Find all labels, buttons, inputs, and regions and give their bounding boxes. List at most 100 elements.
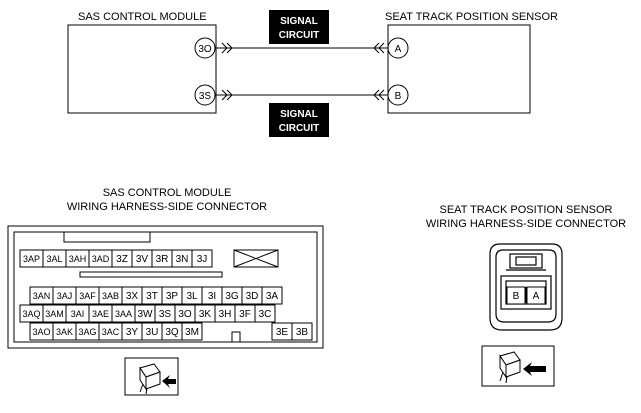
pin-cell-3g: 3G	[221, 286, 243, 305]
terminal-a: A	[387, 37, 409, 59]
module-title: SAS CONTROL MODULE	[78, 11, 207, 23]
svg-text:3K: 3K	[199, 309, 212, 320]
svg-text:SIGNAL: SIGNAL	[280, 16, 318, 27]
svg-text:3AN: 3AN	[33, 291, 51, 301]
pin-cell-3i: 3I	[201, 286, 223, 305]
sensor-pin-a: A	[526, 286, 546, 305]
pin-cell-3m: 3M	[181, 322, 203, 341]
sensor-pin-b: B	[506, 286, 526, 305]
svg-text:3C: 3C	[259, 309, 272, 320]
pin-cell-3an: 3AN	[29, 286, 54, 305]
svg-text:CIRCUIT: CIRCUIT	[279, 30, 320, 41]
svg-text:3V: 3V	[136, 254, 149, 265]
module-connector-title-2: WIRING HARNESS-SIDE CONNECTOR	[67, 201, 267, 213]
module-connector-title-1: SAS CONTROL MODULE	[103, 187, 232, 199]
pin-cell-3a: 3A	[261, 286, 283, 305]
pin-cell-3l: 3L	[181, 286, 203, 305]
svg-text:3J: 3J	[197, 254, 208, 265]
svg-text:3AD: 3AD	[92, 254, 110, 264]
pin-cell-3ab: 3AB	[98, 286, 123, 305]
pin-cell-3x: 3X	[121, 286, 143, 305]
svg-text:3AQ: 3AQ	[22, 309, 40, 319]
pin-cell-3ak: 3AK	[52, 322, 77, 341]
svg-text:3B: 3B	[296, 327, 309, 338]
terminal-3s: 3S	[194, 84, 216, 106]
svg-text:3X: 3X	[126, 291, 139, 302]
sensor-connector-outline	[489, 243, 563, 331]
svg-text:3AM: 3AM	[45, 309, 64, 319]
pin-cell-3y: 3Y	[121, 322, 143, 341]
connector-view-icon	[481, 345, 555, 387]
sensor-connector-title-2: WIRING HARNESS-SIDE CONNECTOR	[426, 218, 626, 230]
svg-text:3Q: 3Q	[165, 327, 179, 338]
svg-text:3O: 3O	[178, 309, 192, 320]
module-connector-row-1: 3AP 3AL 3AH 3AD 3Z 3V 3R 3N 3J	[19, 249, 213, 268]
svg-text:3AA: 3AA	[115, 309, 132, 319]
pin-cell-3af: 3AF	[75, 286, 100, 305]
pin-cell-3s: 3S	[154, 304, 176, 323]
pin-cell-3al: 3AL	[42, 249, 67, 268]
module-connector-outline	[7, 225, 324, 349]
svg-text:3AH: 3AH	[69, 254, 87, 264]
signal-circuit-label-lower: SIGNAL CIRCUIT	[269, 103, 329, 137]
svg-text:3AG: 3AG	[78, 327, 96, 337]
svg-text:A: A	[395, 44, 402, 55]
svg-text:3E: 3E	[276, 327, 289, 338]
terminal-3o: 3O	[194, 37, 216, 59]
pin-cell-3h: 3H	[214, 304, 236, 323]
svg-text:3AB: 3AB	[102, 291, 119, 301]
pin-cell-3d: 3D	[241, 286, 263, 305]
pin-cell-3t: 3T	[141, 286, 163, 305]
sensor-connector-title-1: SEAT TRACK POSITION SENSOR	[440, 204, 613, 216]
sensor-title: SEAT TRACK POSITION SENSOR	[385, 11, 558, 23]
svg-text:B: B	[513, 291, 520, 302]
connector-view-icon	[124, 357, 179, 396]
pin-cell-3ap: 3AP	[19, 249, 44, 268]
svg-text:3AO: 3AO	[32, 327, 50, 337]
connector-chevron-module-lower	[221, 89, 233, 101]
svg-text:3D: 3D	[246, 291, 259, 302]
svg-text:3N: 3N	[176, 254, 189, 265]
pin-cell-3am: 3AM	[42, 304, 67, 323]
svg-text:3G: 3G	[225, 291, 239, 302]
blank-pin-cavity	[233, 249, 279, 268]
pin-cell-3ai: 3AI	[65, 304, 90, 323]
pin-cell-3ah: 3AH	[65, 249, 90, 268]
pin-cell-3ag: 3AG	[75, 322, 100, 341]
pin-cell-3ao: 3AO	[29, 322, 54, 341]
svg-text:3F: 3F	[239, 309, 251, 320]
pin-cell-3ad: 3AD	[88, 249, 113, 268]
svg-text:3P: 3P	[166, 291, 179, 302]
svg-text:3AC: 3AC	[102, 327, 120, 337]
svg-text:3T: 3T	[146, 291, 158, 302]
svg-text:3AP: 3AP	[23, 254, 40, 264]
connector-chevron-sensor-upper	[373, 42, 385, 54]
svg-text:3W: 3W	[138, 309, 154, 320]
svg-text:3S: 3S	[199, 91, 212, 102]
svg-text:SIGNAL: SIGNAL	[280, 109, 318, 120]
svg-text:3I: 3I	[208, 291, 216, 302]
pin-cell-3b: 3B	[291, 322, 313, 341]
svg-text:3M: 3M	[185, 327, 199, 338]
svg-text:3Z: 3Z	[116, 254, 128, 265]
pin-cell-3ac: 3AC	[98, 322, 123, 341]
svg-text:3O: 3O	[198, 44, 212, 55]
svg-text:A: A	[533, 291, 540, 302]
svg-text:CIRCUIT: CIRCUIT	[279, 123, 320, 134]
svg-text:3U: 3U	[146, 327, 159, 338]
pin-cell-3w: 3W	[134, 304, 156, 323]
svg-text:3S: 3S	[159, 309, 172, 320]
pin-cell-3c: 3C	[254, 304, 276, 323]
pin-cell-3aq: 3AQ	[19, 304, 44, 323]
svg-text:3L: 3L	[186, 291, 198, 302]
svg-text:3AL: 3AL	[46, 254, 62, 264]
svg-text:3A: 3A	[266, 291, 279, 302]
svg-text:3AI: 3AI	[71, 309, 85, 319]
svg-text:3AE: 3AE	[92, 309, 109, 319]
svg-text:3R: 3R	[156, 254, 169, 265]
pin-cell-3r: 3R	[151, 249, 173, 268]
pin-cell-3v: 3V	[131, 249, 153, 268]
